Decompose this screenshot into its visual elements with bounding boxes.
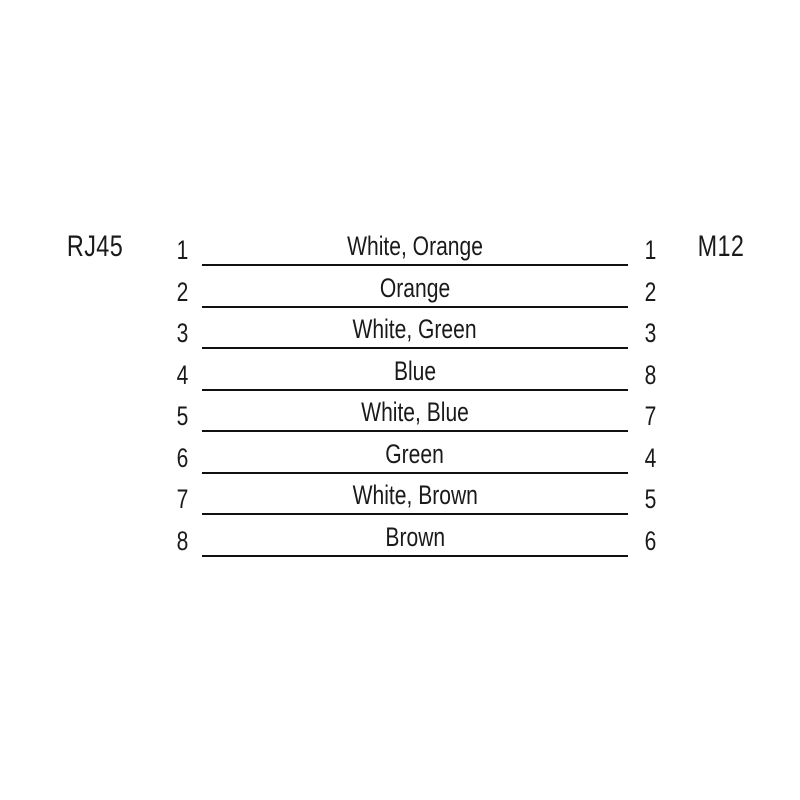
wire-connection-line (202, 554, 628, 557)
wire-color-label-text: White, Orange (347, 231, 483, 261)
left-pin-number: 7 (166, 486, 200, 513)
wire-connection-line (202, 347, 628, 349)
left-pin-number-text: 8 (177, 525, 189, 556)
right-pin-number: 7 (634, 403, 668, 430)
left-pin-number: 8 (166, 525, 200, 556)
right-pin-number: 6 (634, 525, 668, 556)
wire-color-label-text: Blue (393, 355, 437, 386)
left-pin-number-text: 3 (177, 318, 189, 348)
left-pin-number: 1 (166, 237, 200, 264)
wire-color-label-text: White, Brown (352, 480, 478, 510)
wire-color-label: Brown (202, 521, 628, 552)
right-pin-number: 3 (634, 320, 668, 347)
wire-connection-line (202, 471, 628, 474)
right-pin-number: 4 (634, 442, 668, 473)
wire-color-label: Blue (202, 355, 628, 386)
right-connector-heading-label: M12 (697, 230, 745, 263)
right-pin-number: 1 (634, 237, 668, 264)
right-pin-number: 8 (634, 359, 668, 390)
right-pin-number-text: 1 (645, 235, 657, 265)
right-pin-number-text: 7 (645, 401, 657, 431)
left-pin-number-text: 2 (177, 276, 189, 307)
right-pin-number-text: 3 (645, 318, 657, 348)
left-pin-number-text: 6 (177, 442, 189, 473)
wire-color-label: Green (202, 438, 628, 469)
wire-color-label: White, Blue (202, 399, 628, 426)
left-pin-number-text: 4 (177, 359, 189, 390)
left-pin-number: 6 (166, 442, 200, 473)
left-pin-number: 4 (166, 359, 200, 390)
wire-color-label-text: White, Green (352, 314, 478, 344)
left-pin-number-text: 5 (177, 401, 189, 431)
right-pin-number: 2 (634, 276, 668, 307)
right-connector-heading: M12 (676, 232, 766, 262)
wire-connection-line (202, 513, 628, 515)
wire-connection-line (202, 305, 628, 308)
right-pin-number-text: 6 (645, 525, 657, 556)
right-pin-number-text: 8 (645, 359, 657, 390)
left-connector-heading: RJ45 (50, 232, 140, 262)
left-pin-number: 5 (166, 403, 200, 430)
wire-connection-line (202, 388, 628, 391)
wire-connection-line (202, 264, 628, 266)
wire-color-label-text: Orange (379, 272, 451, 303)
right-pin-number: 5 (634, 486, 668, 513)
right-pin-number-text: 2 (645, 276, 657, 307)
wire-color-label: White, Brown (202, 482, 628, 509)
right-pin-number-text: 4 (645, 442, 657, 473)
wire-color-label: Orange (202, 272, 628, 303)
left-pin-number: 3 (166, 320, 200, 347)
wire-connection-line (202, 430, 628, 432)
left-connector-heading-label: RJ45 (66, 230, 124, 263)
wire-color-label-text: White, Blue (361, 397, 469, 427)
left-pin-number: 2 (166, 276, 200, 307)
wire-color-label: White, Orange (202, 233, 628, 260)
left-pin-number-text: 1 (177, 235, 189, 265)
right-pin-number-text: 5 (645, 484, 657, 514)
wire-color-label: White, Green (202, 316, 628, 343)
wire-color-label-text: Brown (385, 521, 445, 552)
left-pin-number-text: 7 (177, 484, 189, 514)
wire-color-label-text: Green (385, 438, 445, 469)
